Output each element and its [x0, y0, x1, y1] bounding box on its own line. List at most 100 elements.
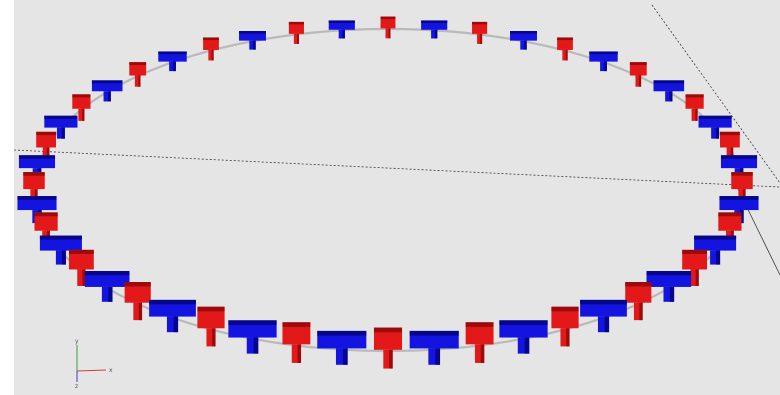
magnet-part	[380, 16, 396, 20]
blue-magnet	[510, 31, 537, 50]
magnet-part	[389, 349, 393, 369]
magnet-part	[297, 344, 302, 363]
red-magnet	[720, 131, 740, 161]
magnet-part	[385, 28, 391, 39]
magnet-part	[580, 299, 627, 305]
magnet-part	[72, 94, 91, 98]
magnet-part	[551, 306, 579, 329]
magnet-part	[625, 282, 652, 303]
magnet-part	[282, 322, 311, 345]
magnet-part	[203, 37, 219, 50]
magnet-part	[597, 316, 610, 333]
magnet-part	[409, 330, 459, 336]
magnet-part	[212, 328, 216, 347]
magnet-part	[669, 286, 675, 302]
magnet-part	[206, 328, 216, 347]
magnet-part	[82, 269, 86, 286]
axes-gizmo[interactable]: x y z	[75, 338, 113, 390]
magnet-part	[474, 344, 485, 363]
magnet-part	[78, 108, 85, 121]
magnet-part	[524, 337, 530, 354]
magnet-part	[61, 127, 65, 139]
magnet-part	[373, 327, 403, 333]
magnet-part	[431, 29, 438, 39]
magnet-part	[297, 33, 299, 44]
magnet-part	[36, 131, 56, 136]
magnet-part	[653, 80, 685, 84]
magnet-part	[480, 344, 485, 363]
blue-magnet	[149, 299, 196, 333]
magnet-part	[249, 40, 256, 50]
magnet-part	[124, 282, 151, 303]
magnet-part	[61, 250, 66, 265]
magnet-part	[383, 349, 393, 369]
magnet-part	[720, 131, 740, 148]
magnet-part	[465, 322, 494, 345]
magnet-part	[435, 348, 441, 365]
magnet-part	[682, 249, 707, 270]
red-magnet	[625, 282, 652, 321]
magnet-part	[720, 155, 758, 159]
magnet-part	[604, 61, 607, 72]
magnet-part	[718, 212, 742, 217]
magnet-part	[335, 348, 348, 365]
red-magnet	[203, 37, 219, 61]
blue-magnet	[698, 115, 732, 139]
magnet-part	[720, 131, 740, 136]
magnet-part	[42, 147, 50, 161]
magnet-part	[36, 131, 56, 148]
blue-magnet	[44, 115, 78, 139]
magnet-part	[173, 61, 176, 72]
magnet-part	[211, 49, 214, 61]
magnet-part	[101, 286, 113, 302]
magnet-part	[434, 29, 438, 39]
red-magnet	[472, 21, 488, 44]
magnet-part	[589, 51, 618, 55]
magnet-part	[133, 302, 143, 321]
magnet-part	[560, 328, 570, 347]
magnet-part	[166, 316, 179, 333]
z-axis-label: z	[75, 383, 78, 390]
magnet-part	[731, 172, 753, 176]
magnet-part	[107, 91, 111, 102]
blue-magnet	[317, 330, 367, 365]
red-magnet	[380, 16, 396, 39]
red-magnet	[282, 322, 311, 363]
magnet-part	[169, 61, 176, 72]
magnet-part	[342, 348, 348, 365]
magnet-part	[517, 337, 530, 354]
3d-viewport[interactable]: x y z	[14, 0, 780, 395]
blue-magnet	[694, 235, 737, 265]
magnet-part	[56, 127, 65, 139]
magnet-part	[253, 40, 256, 50]
magnet-part	[718, 212, 742, 231]
magnet-part	[691, 108, 698, 121]
magnet-part	[291, 344, 302, 363]
magnet-part	[719, 196, 759, 200]
magnet-part	[690, 269, 699, 286]
red-magnet	[685, 94, 704, 121]
magnet-part	[134, 75, 141, 87]
blue-magnet	[228, 320, 277, 354]
ring-scene: x y z	[14, 4, 780, 390]
magnet-part	[646, 271, 692, 276]
magnet-part	[338, 29, 345, 39]
magnet-part	[158, 51, 187, 55]
magnet-part	[695, 108, 698, 121]
magnet-part	[293, 33, 299, 44]
magnet-part	[208, 49, 214, 61]
magnet-part	[669, 91, 673, 102]
magnet-part	[69, 249, 94, 270]
blue-magnet	[39, 235, 82, 265]
red-magnet	[557, 37, 573, 61]
magnet-part	[23, 172, 45, 176]
red-magnet	[129, 62, 147, 87]
magnet-part	[253, 337, 259, 354]
red-magnet	[36, 131, 56, 161]
magnet-part	[342, 29, 345, 39]
blue-magnet	[158, 51, 187, 72]
blue-magnet	[239, 31, 266, 50]
magnet-part	[44, 115, 78, 119]
magnet-part	[730, 147, 734, 161]
magnet-part	[520, 40, 527, 50]
